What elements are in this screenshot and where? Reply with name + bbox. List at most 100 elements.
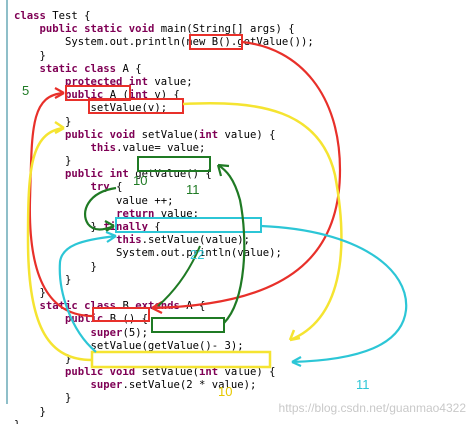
code-line: setValue(v); [14, 102, 314, 115]
code-text: .value= value; [116, 141, 206, 154]
code-keyword: public int [65, 168, 129, 181]
code-text: } [14, 115, 72, 128]
code-line: } [14, 155, 314, 168]
code-keyword: protected int [65, 75, 148, 88]
code-line: } [14, 419, 314, 424]
code-text: setValue(v); [14, 102, 168, 115]
label-5: 5 [22, 83, 30, 98]
code-text: (5); [122, 326, 148, 339]
code-line: value ++; [14, 195, 314, 208]
yellow-arrow-setvalue-to-bsetvalue [182, 101, 343, 342]
code-text: value; [147, 75, 193, 88]
label-10-green: 10 [133, 173, 148, 188]
cyan-arrowhead-a [105, 230, 117, 243]
green-arrow-try-to-finally [83, 186, 117, 231]
code-keyword: public void [65, 366, 136, 379]
code-keyword: finally [103, 221, 148, 233]
code-keyword: extends [135, 300, 180, 313]
label-22: 22 [190, 247, 205, 262]
code-text: } [14, 405, 46, 418]
code-text: setValue( [135, 366, 199, 379]
box-super-5 [92, 307, 150, 322]
code-text: A ( [103, 89, 129, 102]
code-text: Test { [45, 10, 91, 22]
code-keyword: static class [39, 62, 117, 75]
code-text: setValue(getValue()- 3); [14, 339, 244, 352]
code-text: } [14, 221, 104, 233]
yellow-arrow-super-to-asetvalue [26, 126, 93, 362]
red-arrowhead-a [54, 87, 65, 99]
cyan-arrow-super-to-asetvalue [58, 234, 117, 353]
code-keyword: this [116, 234, 142, 247]
code-text: value; [154, 207, 199, 220]
box-public-a [65, 85, 131, 101]
box-this-setvalue [115, 217, 262, 233]
green-arrow-getvalue-call [217, 164, 246, 324]
box-super-setvalue [90, 350, 272, 369]
code-keyword: class [14, 10, 46, 22]
code-text: B () { [103, 313, 148, 326]
code-line: super(5); [14, 327, 314, 340]
code-line: System.out.println(value); [14, 247, 314, 260]
red-arrow-super-to-a [28, 91, 94, 318]
code-text: } [14, 392, 72, 405]
green-arrow-return [157, 245, 201, 307]
code-line: this.value= value; [14, 142, 314, 155]
code-line: } [14, 261, 314, 274]
watermark: https://blog.csdn.net/guanmao4322 [278, 401, 466, 415]
code-keyword: int [198, 128, 219, 141]
code-line: } [14, 392, 314, 405]
green-arrowhead-finally [104, 220, 115, 232]
code-line: public static void main(String[] args) { [14, 23, 314, 36]
code-text: value ++; [14, 194, 174, 207]
code-line: } [14, 116, 314, 129]
cyan-arrowhead-b [291, 356, 302, 368]
code-text: value) { [218, 366, 276, 379]
red-arrow-new-to-bconstructor [151, 40, 342, 310]
code-line: return value; [14, 208, 314, 221]
code-keyword: return [116, 207, 155, 220]
label-10-yellow: 10 [218, 384, 233, 399]
code-keyword: super [90, 326, 123, 339]
label-11-cyan: 11 [356, 377, 370, 392]
code-listing: class Test { public static void main(Str… [14, 10, 314, 424]
editor-gutter-line [6, 0, 8, 404]
code-line: System.out.println(new B().getValue()); [14, 36, 314, 49]
code-line: protected int value; [14, 76, 314, 89]
code-keyword: public static void [39, 23, 155, 36]
code-text: System.out.println(value); [14, 247, 282, 260]
code-text: .setValue(2 * value); [122, 379, 257, 392]
code-text: } [14, 260, 97, 273]
code-line: public void setValue(int value) { [14, 129, 314, 142]
code-text: System.out.println(new B().getValue()); [14, 36, 314, 49]
code-line: } [14, 50, 314, 63]
box-setvalue-v [88, 98, 184, 114]
code-keyword: int [198, 366, 219, 379]
code-text: } [14, 352, 72, 365]
code-text: } [14, 155, 72, 168]
code-text: } [14, 49, 46, 62]
yellow-arrowhead-a [54, 120, 65, 135]
code-line: } [14, 406, 314, 419]
code-line: } finally { [14, 221, 314, 234]
code-text: value) { [218, 128, 276, 141]
code-line: } [14, 274, 314, 287]
code-text: { [109, 181, 123, 194]
code-line: setValue(getValue()- 3); [14, 340, 314, 353]
code-text: } [14, 419, 20, 424]
box-getvalue-a [137, 156, 211, 172]
code-text: } [14, 273, 72, 286]
code-keyword: super [90, 379, 123, 392]
code-text: setValue( [135, 128, 199, 141]
code-text: } [14, 286, 46, 299]
code-keyword: public void [65, 128, 136, 141]
code-line: public void setValue(int value) { [14, 366, 314, 379]
label-11-green: 11 [186, 182, 200, 197]
green-arrowhead-getvalue [216, 163, 230, 177]
cyan-arrow-this-setvalue-to-bsetvalue [260, 224, 408, 364]
code-text: { [147, 221, 161, 233]
code-text: main(String[] args) { [154, 23, 295, 36]
box-getvalue-b [151, 317, 225, 333]
code-line: class Test { [14, 10, 314, 23]
